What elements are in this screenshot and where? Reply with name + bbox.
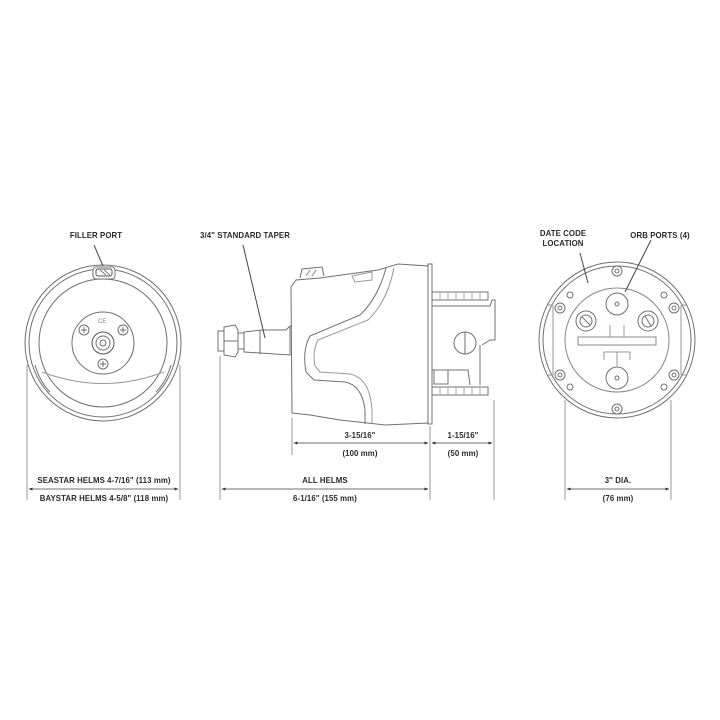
bolt-icon: [431, 291, 489, 301]
side-view: [217, 244, 496, 500]
ce-mark: CE: [98, 319, 106, 325]
seastar-dimension-label: SEASTAR HELMS 4-7/16" (113 mm): [37, 475, 171, 485]
mounting-hole-icon: [611, 403, 623, 415]
diameter-dimension-metric: (76 mm): [602, 493, 634, 503]
date-code-label: [577, 336, 657, 346]
overall-dimension-label: 6-1/16" (155 mm): [293, 493, 357, 503]
mounting-hole-icon: [668, 369, 680, 381]
date-code-line1: DATE CODE: [539, 228, 587, 238]
center-plate: [71, 311, 135, 375]
baystar-dimension-label: BAYSTAR HELMS 4-5/8" (118 mm): [39, 493, 169, 503]
mounting-hole-icon: [668, 302, 680, 314]
mounting-hole-icon: [611, 265, 623, 277]
shaft-hub: [91, 331, 115, 355]
orb-port-icon: [605, 366, 629, 390]
diameter-dimension-imperial: 3" DIA.: [604, 475, 632, 485]
all-helms-label: ALL HELMS: [302, 475, 348, 485]
rear-view: [538, 239, 696, 500]
body-dimension-metric: (100 mm): [342, 448, 378, 458]
mounting-hole-icon: [554, 302, 566, 314]
date-code-line2: LOCATION: [542, 238, 584, 248]
port-plug-icon: [453, 331, 477, 355]
orb-port-icon: [605, 292, 629, 316]
orb-port-plug-icon: [575, 310, 597, 332]
body-dimension-imperial: 3-15/16": [344, 430, 376, 440]
rear-dimension-metric: (50 mm): [447, 448, 479, 458]
filler-port-icon: [92, 266, 116, 280]
screw-icon: [78, 324, 90, 336]
rear-dimension-imperial: 1-15/16": [447, 430, 479, 440]
date-code-location-label: DATE CODE LOCATION: [531, 228, 595, 248]
orb-port-plug-icon: [637, 310, 659, 332]
filler-port-label: FILLER PORT: [69, 230, 123, 240]
standard-taper-label: 3/4" STANDARD TAPER: [200, 230, 290, 240]
taper-shaft-nut-icon: [217, 324, 245, 358]
bolt-icon: [431, 386, 489, 396]
screw-icon: [97, 358, 109, 370]
front-view: [24, 244, 182, 500]
screw-icon: [117, 324, 129, 336]
orb-ports-label: ORB PORTS (4): [630, 230, 690, 240]
mounting-hole-icon: [554, 369, 566, 381]
